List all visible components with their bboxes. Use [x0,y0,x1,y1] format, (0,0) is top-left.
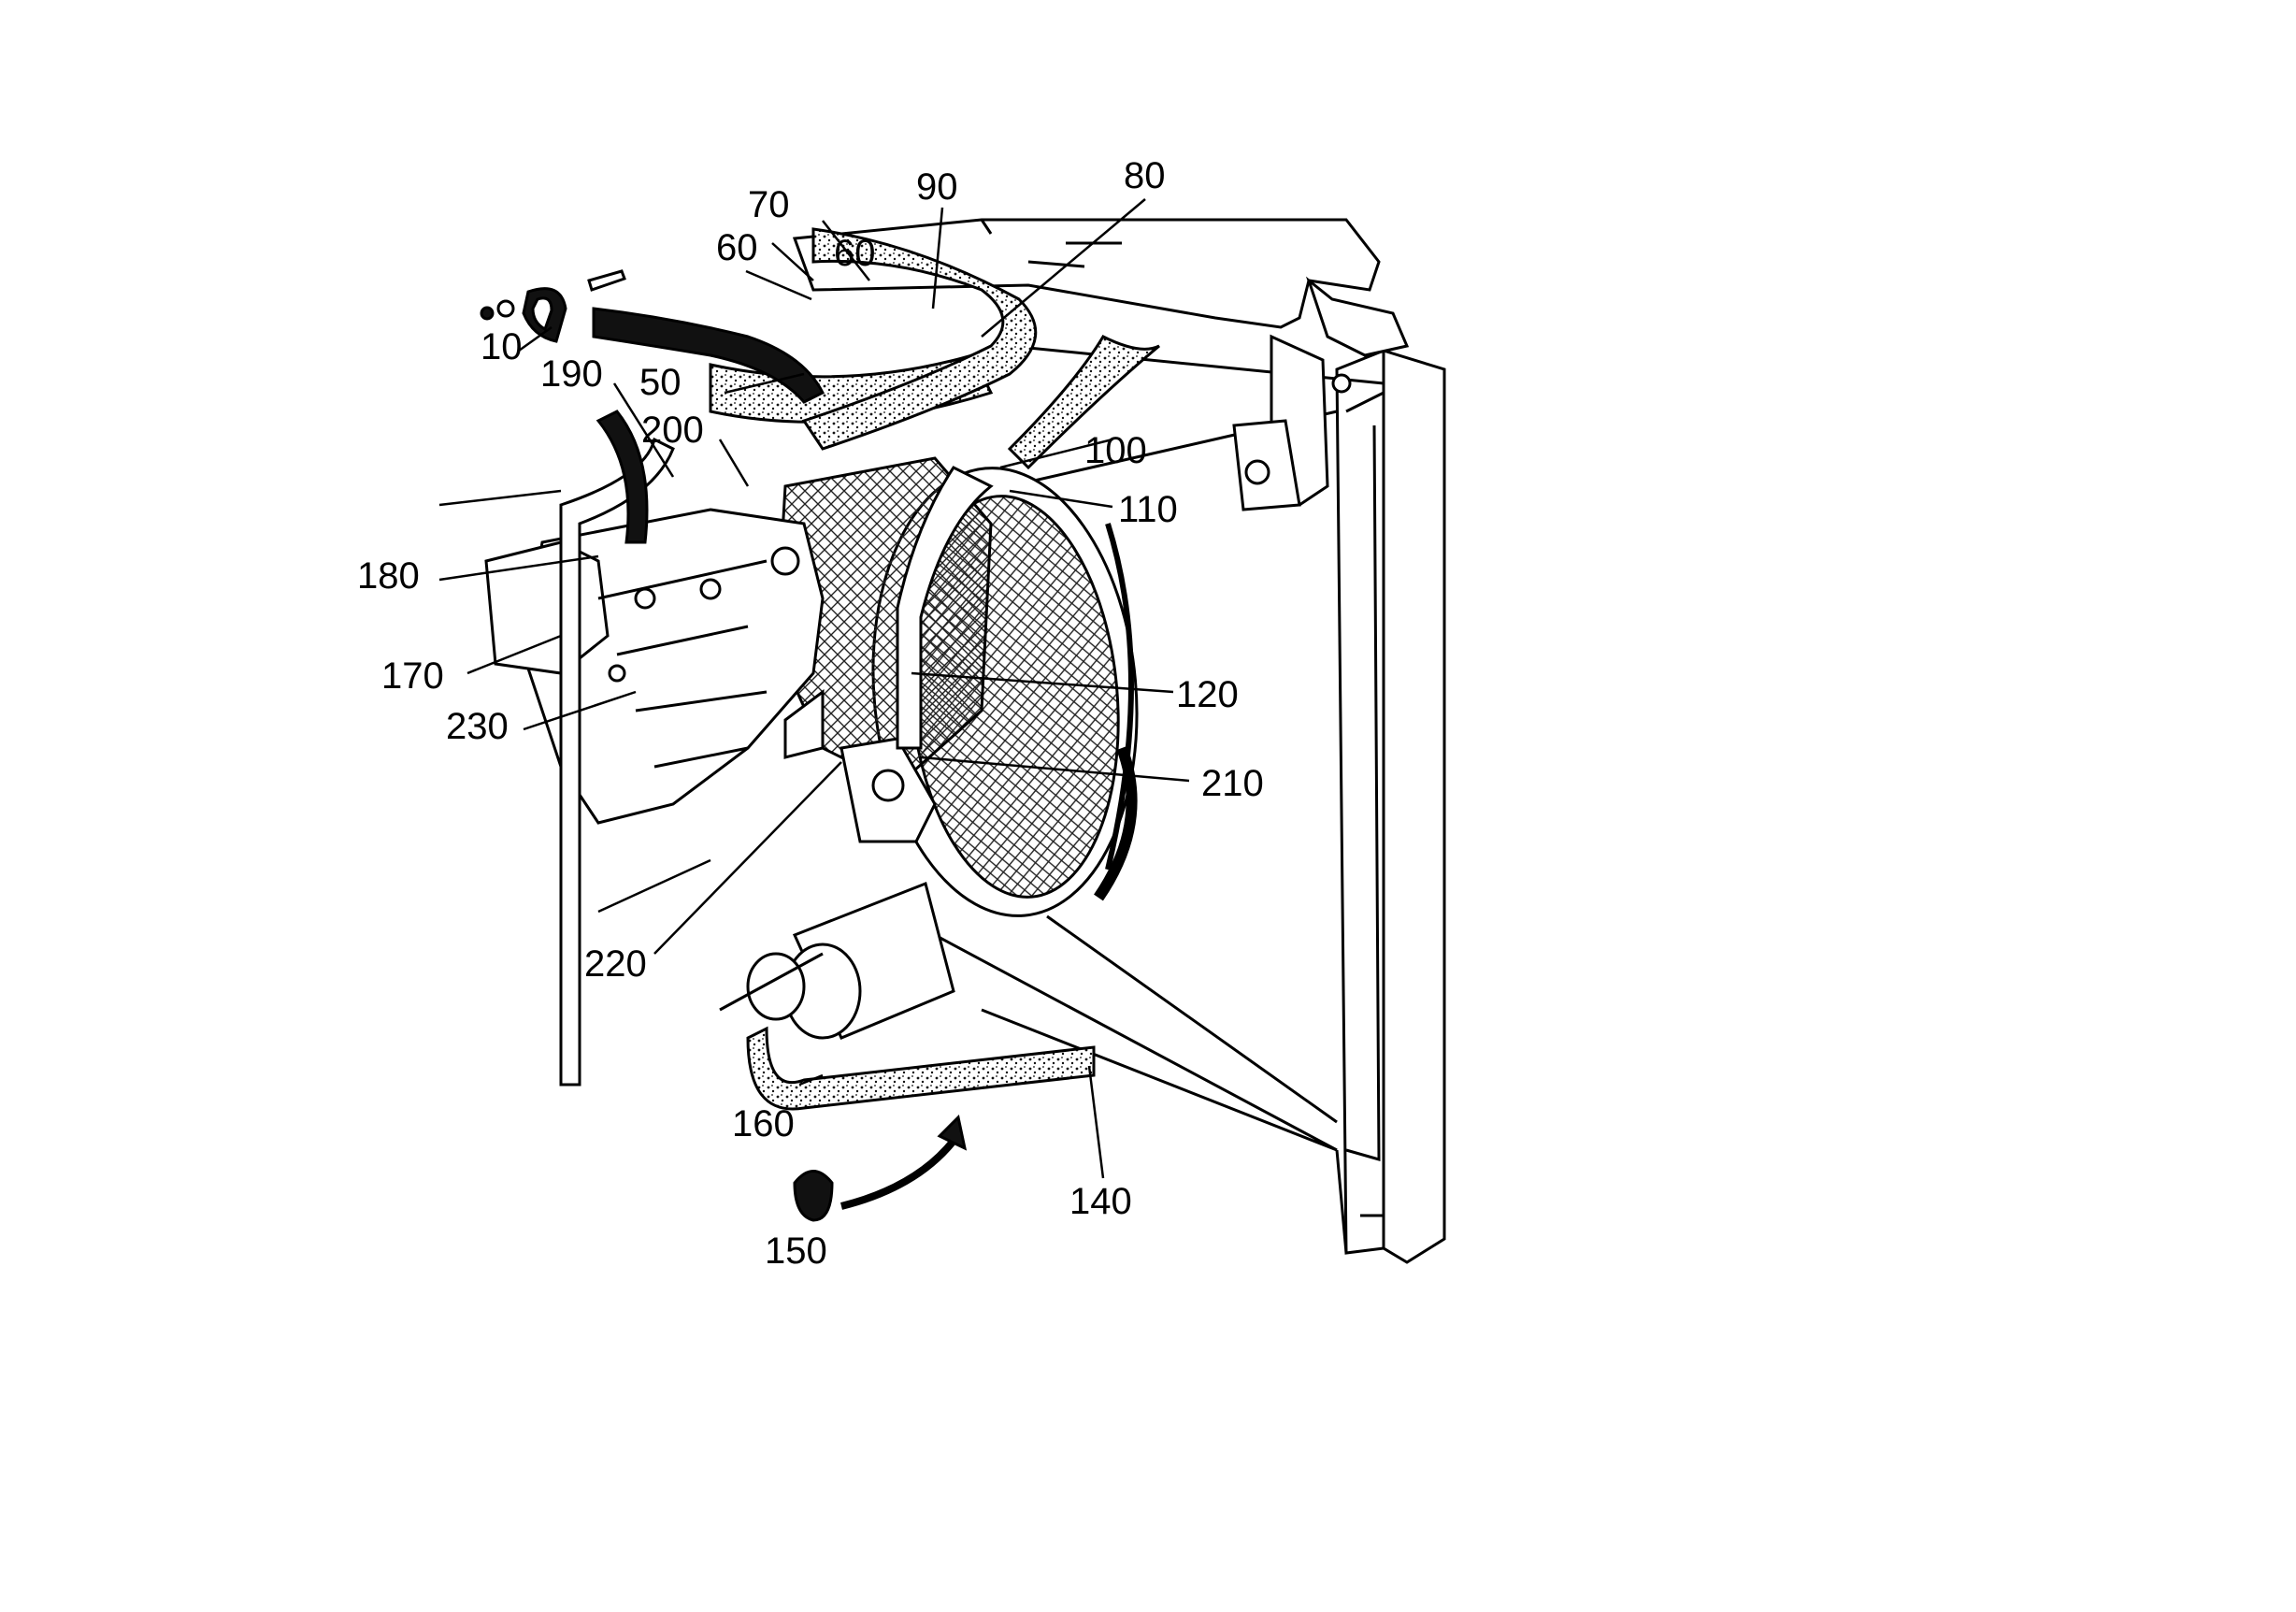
callout-60-left: 60 [716,227,758,268]
callout-150: 150 [765,1231,827,1272]
callout-60-right: 60 [834,233,876,274]
loose-parts [480,269,968,1222]
callout-180: 180 [357,555,420,597]
callout-120: 120 [1176,674,1239,715]
callout-90: 90 [916,166,958,208]
callout-110: 110 [1118,489,1178,530]
callout-200: 200 [641,410,704,451]
callout-210: 210 [1201,763,1264,804]
callout-70: 70 [748,184,790,225]
top-tank [792,218,1410,511]
callout-190: 190 [540,353,603,395]
alternator [719,881,955,1040]
callout-140: 140 [1069,1181,1132,1222]
callout-230: 230 [446,706,509,747]
callout-160: 160 [732,1103,795,1144]
callout-80: 80 [1124,155,1166,196]
callout-100: 100 [1084,430,1147,471]
callout-10: 10 [481,326,523,367]
callout-50: 50 [639,362,682,403]
callout-220: 220 [584,943,647,985]
callout-170: 170 [381,655,444,697]
coolant-hoses [559,227,1160,1111]
leader-lines [438,198,1190,1179]
radiator [934,344,1446,1264]
